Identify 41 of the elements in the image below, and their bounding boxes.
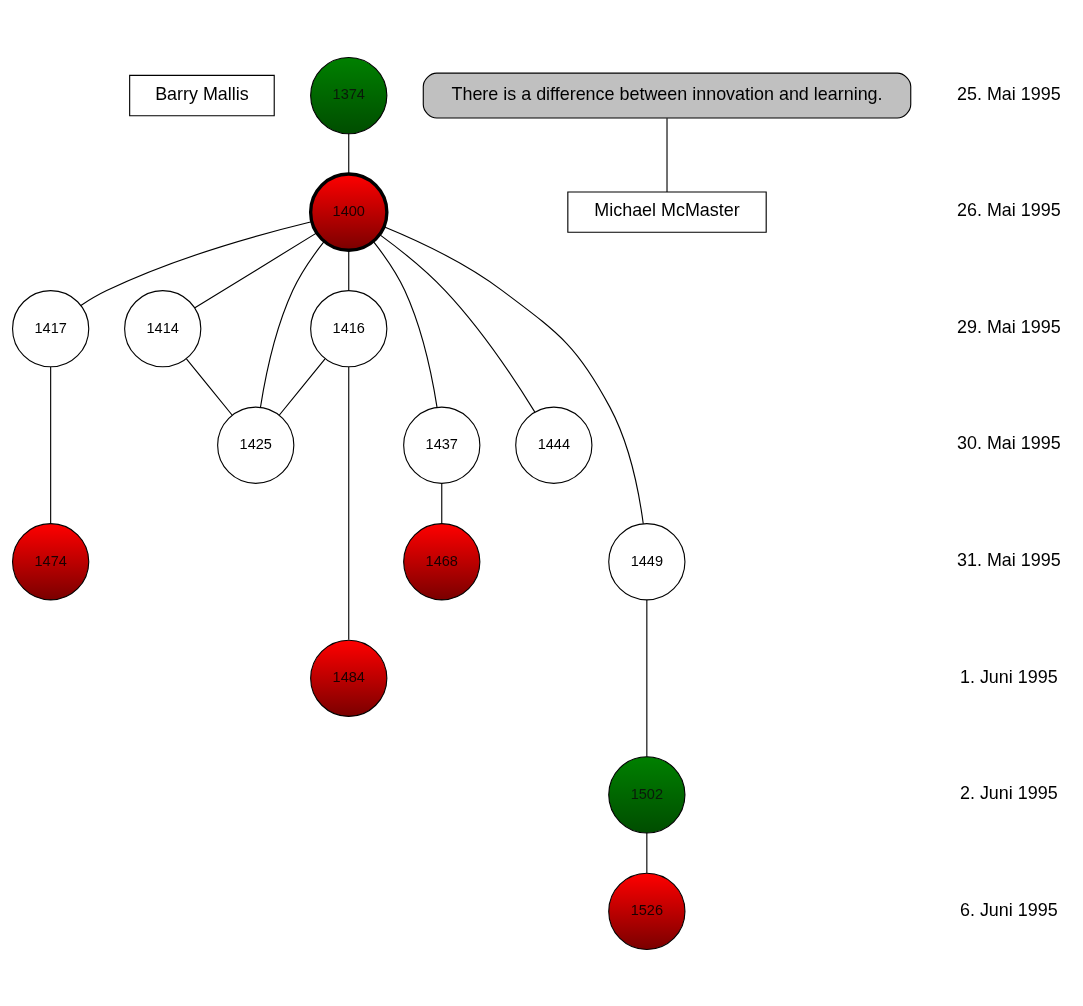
node-circle: 1425 <box>217 406 295 484</box>
node-circle: 1468 <box>403 522 481 600</box>
connector <box>646 832 648 874</box>
connector <box>194 231 318 308</box>
node-circle: 1400 <box>308 171 389 252</box>
node-circle: 1484 <box>310 639 388 717</box>
node-box: Michael McMaster <box>567 190 767 233</box>
connector <box>348 132 350 174</box>
connector <box>348 365 350 640</box>
node-circle: 1437 <box>403 406 481 484</box>
node-circle: 1416 <box>310 289 388 367</box>
connector <box>666 117 668 192</box>
connector <box>348 249 350 291</box>
node-circle: 1417 <box>12 289 90 367</box>
connector <box>646 598 648 757</box>
node-box: There is a difference between innovation and learning. <box>422 72 912 119</box>
node-circle: 1526 <box>608 872 686 950</box>
label: 26. Mai 1995 <box>957 199 1061 220</box>
connector <box>80 220 312 306</box>
node-box: Barry Mallis <box>129 74 275 116</box>
label: 30. Mai 1995 <box>957 432 1061 453</box>
label: 6. Juni 1995 <box>959 899 1058 920</box>
label: 25. Mai 1995 <box>957 83 1061 104</box>
connector <box>259 240 325 408</box>
node-circle: 1444 <box>515 406 593 484</box>
connector <box>372 240 438 408</box>
node-circle: 1374 <box>310 56 388 134</box>
node-circle: 1414 <box>124 289 202 367</box>
node-circle: 1502 <box>608 755 686 834</box>
label: 2. Juni 1995 <box>959 782 1058 803</box>
label: 31. Mai 1995 <box>957 549 1061 570</box>
node-circle: 1474 <box>12 522 90 600</box>
label: 1. Juni 1995 <box>959 666 1058 687</box>
connector <box>383 225 644 524</box>
connector <box>278 357 326 416</box>
connector <box>185 357 233 416</box>
connector <box>441 482 443 524</box>
connector <box>379 233 536 412</box>
node-circle: 1449 <box>608 522 686 600</box>
connector <box>50 365 52 524</box>
label: 29. Mai 1995 <box>957 316 1061 337</box>
